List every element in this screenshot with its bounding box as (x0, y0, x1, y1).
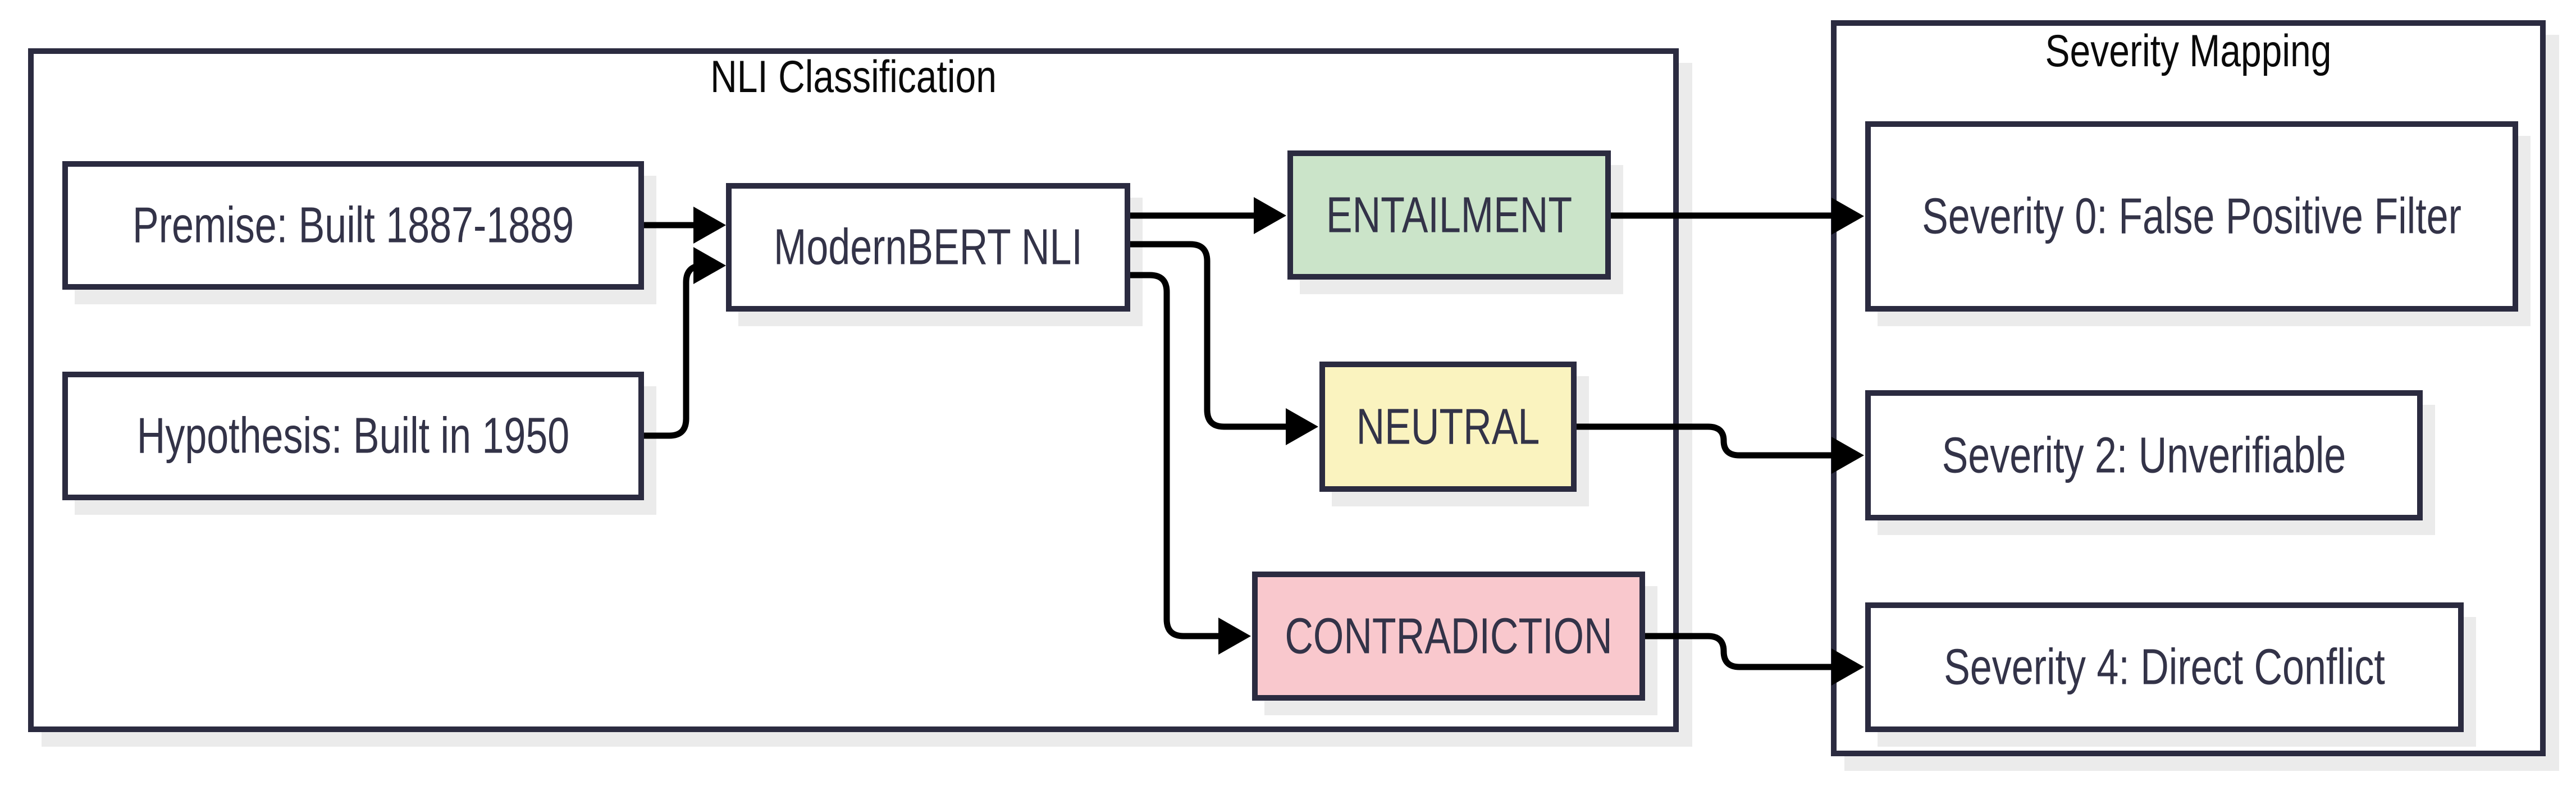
premise-label: Premise: Built 1887-1889 (133, 197, 574, 254)
severity-mapping-title-text: Severity Mapping (2045, 25, 2332, 76)
premise-node: Premise: Built 1887-1889 (62, 161, 644, 290)
nli-classification-title: NLI Classification (28, 51, 1679, 102)
severity-2-node: Severity 2: Unverifiable (1865, 390, 2423, 520)
contradiction-label: CONTRADICTION (1285, 607, 1613, 664)
severity-0-node: Severity 0: False Positive Filter (1865, 121, 2518, 312)
entailment-node: ENTAILMENT (1287, 150, 1611, 280)
nli-classification-title-text: NLI Classification (710, 51, 997, 102)
severity-4-label: Severity 4: Direct Conflict (1944, 639, 2385, 696)
neutral-node: NEUTRAL (1319, 362, 1577, 492)
severity-mapping-title: Severity Mapping (1831, 25, 2546, 76)
entailment-label: ENTAILMENT (1326, 186, 1573, 243)
hypothesis-label: Hypothesis: Built in 1950 (136, 408, 570, 464)
severity-0-label: Severity 0: False Positive Filter (1922, 188, 2461, 245)
contradiction-node: CONTRADICTION (1252, 572, 1645, 701)
severity-2-label: Severity 2: Unverifiable (1942, 427, 2346, 483)
neutral-label: NEUTRAL (1356, 398, 1540, 455)
modernbert-nli-node: ModernBERT NLI (726, 183, 1130, 312)
hypothesis-node: Hypothesis: Built in 1950 (62, 372, 644, 500)
severity-4-node: Severity 4: Direct Conflict (1865, 602, 2464, 732)
modernbert-nli-label: ModernBERT NLI (774, 219, 1083, 276)
